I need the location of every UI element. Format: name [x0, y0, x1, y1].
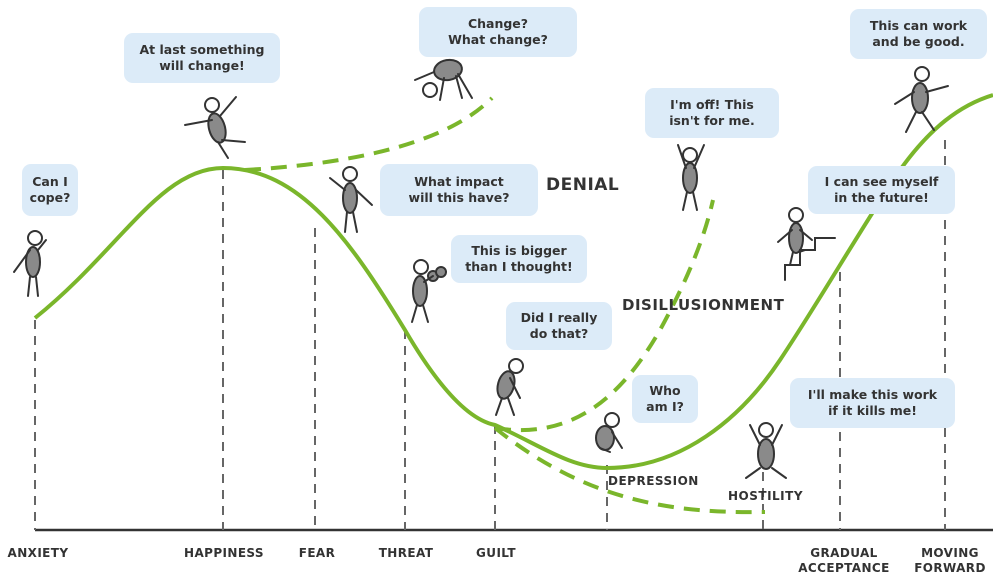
bubble-did-i: Did I really do that? — [506, 302, 612, 350]
bubble-make-work: I'll make this work if it kills me! — [790, 378, 955, 428]
figure-depression — [595, 412, 623, 453]
bubble-at-last: At last something will change! — [124, 33, 280, 83]
phase-denial: DENIAL — [546, 175, 620, 195]
bubble-see-myself: I can see myself in the future! — [808, 166, 955, 214]
disillusionment-path — [494, 199, 715, 433]
bubble-can-i-cope: Can I cope? — [22, 164, 78, 216]
stage-label-happiness: HAPPINESS — [184, 546, 264, 560]
figure-moving-forward — [894, 66, 949, 133]
stage-label-guilt: GUILT — [476, 546, 516, 560]
figure-change-what — [414, 58, 473, 101]
denial-path — [244, 96, 494, 172]
stage-label-gradual-acceptance: GRADUAL ACCEPTANCE — [798, 546, 890, 575]
figures — [13, 58, 949, 479]
figure-threat — [411, 259, 447, 323]
bubble-who-am-i: Who am I? — [632, 375, 698, 423]
alternate-paths — [244, 96, 766, 515]
figure-gradual-acceptance — [777, 207, 836, 281]
stage-label-threat: THREAT — [378, 546, 434, 560]
bubble-what-impact: What impact will this have? — [380, 164, 538, 216]
figure-fear — [329, 166, 373, 233]
stage-label-anxiety: ANXIETY — [7, 546, 69, 560]
figure-happiness — [184, 96, 246, 159]
bubble-can-work: This can work and be good. — [850, 9, 987, 59]
stage-label-moving-forward: MOVING FORWARD — [914, 546, 986, 575]
phase-hostility: HOSTILITY — [728, 489, 804, 503]
hostility-path — [493, 426, 766, 515]
bubble-change-what: Change? What change? — [419, 7, 577, 57]
stage-label-fear: FEAR — [298, 546, 336, 560]
figure-anxiety — [13, 230, 47, 297]
change-curve — [33, 93, 993, 471]
phase-disillusionment: DISILLUSIONMENT — [622, 296, 785, 314]
figure-hostility — [745, 422, 787, 479]
figure-disillusionment — [677, 144, 705, 211]
bubble-im-off: I'm off! This isn't for me. — [645, 88, 779, 138]
phase-depression: DEPRESSION — [608, 474, 699, 488]
figure-guilt — [495, 358, 524, 416]
bubble-bigger: This is bigger than I thought! — [451, 235, 587, 283]
